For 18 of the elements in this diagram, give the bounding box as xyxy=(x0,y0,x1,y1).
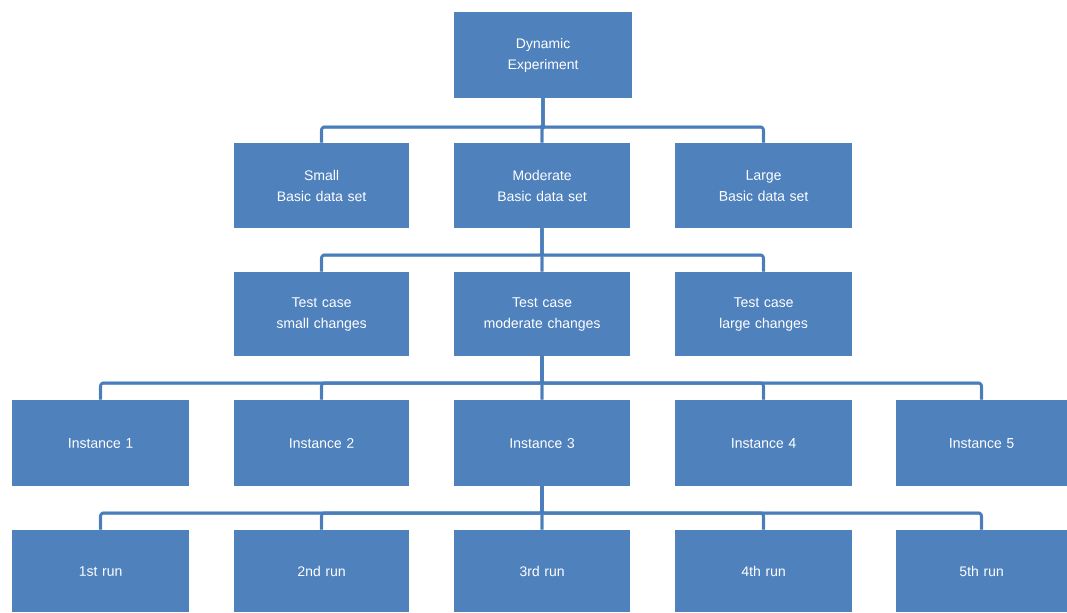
process-box: 4th run xyxy=(675,530,852,612)
process-box: 1st run xyxy=(12,530,189,612)
process-box: Test case large changes xyxy=(675,272,852,356)
process-box: Instance 4 xyxy=(675,400,852,486)
process-box: Test case moderate changes xyxy=(454,272,630,356)
process-box: Small Basic data set xyxy=(234,143,409,228)
connector-line xyxy=(541,98,766,143)
process-box: Test case small changes xyxy=(234,272,409,356)
process-box: Moderate Basic data set xyxy=(454,143,630,228)
process-box: Dynamic Experiment xyxy=(454,12,632,98)
process-box: 2nd run xyxy=(234,530,409,612)
process-box: Instance 1 xyxy=(12,400,189,486)
process-box: Large Basic data set xyxy=(675,143,852,228)
process-box: 3rd run xyxy=(454,530,630,612)
process-box: Instance 3 xyxy=(454,400,630,486)
process-box: 5th run xyxy=(896,530,1067,612)
process-box: Instance 2 xyxy=(234,400,409,486)
process-box: Instance 5 xyxy=(896,400,1067,486)
